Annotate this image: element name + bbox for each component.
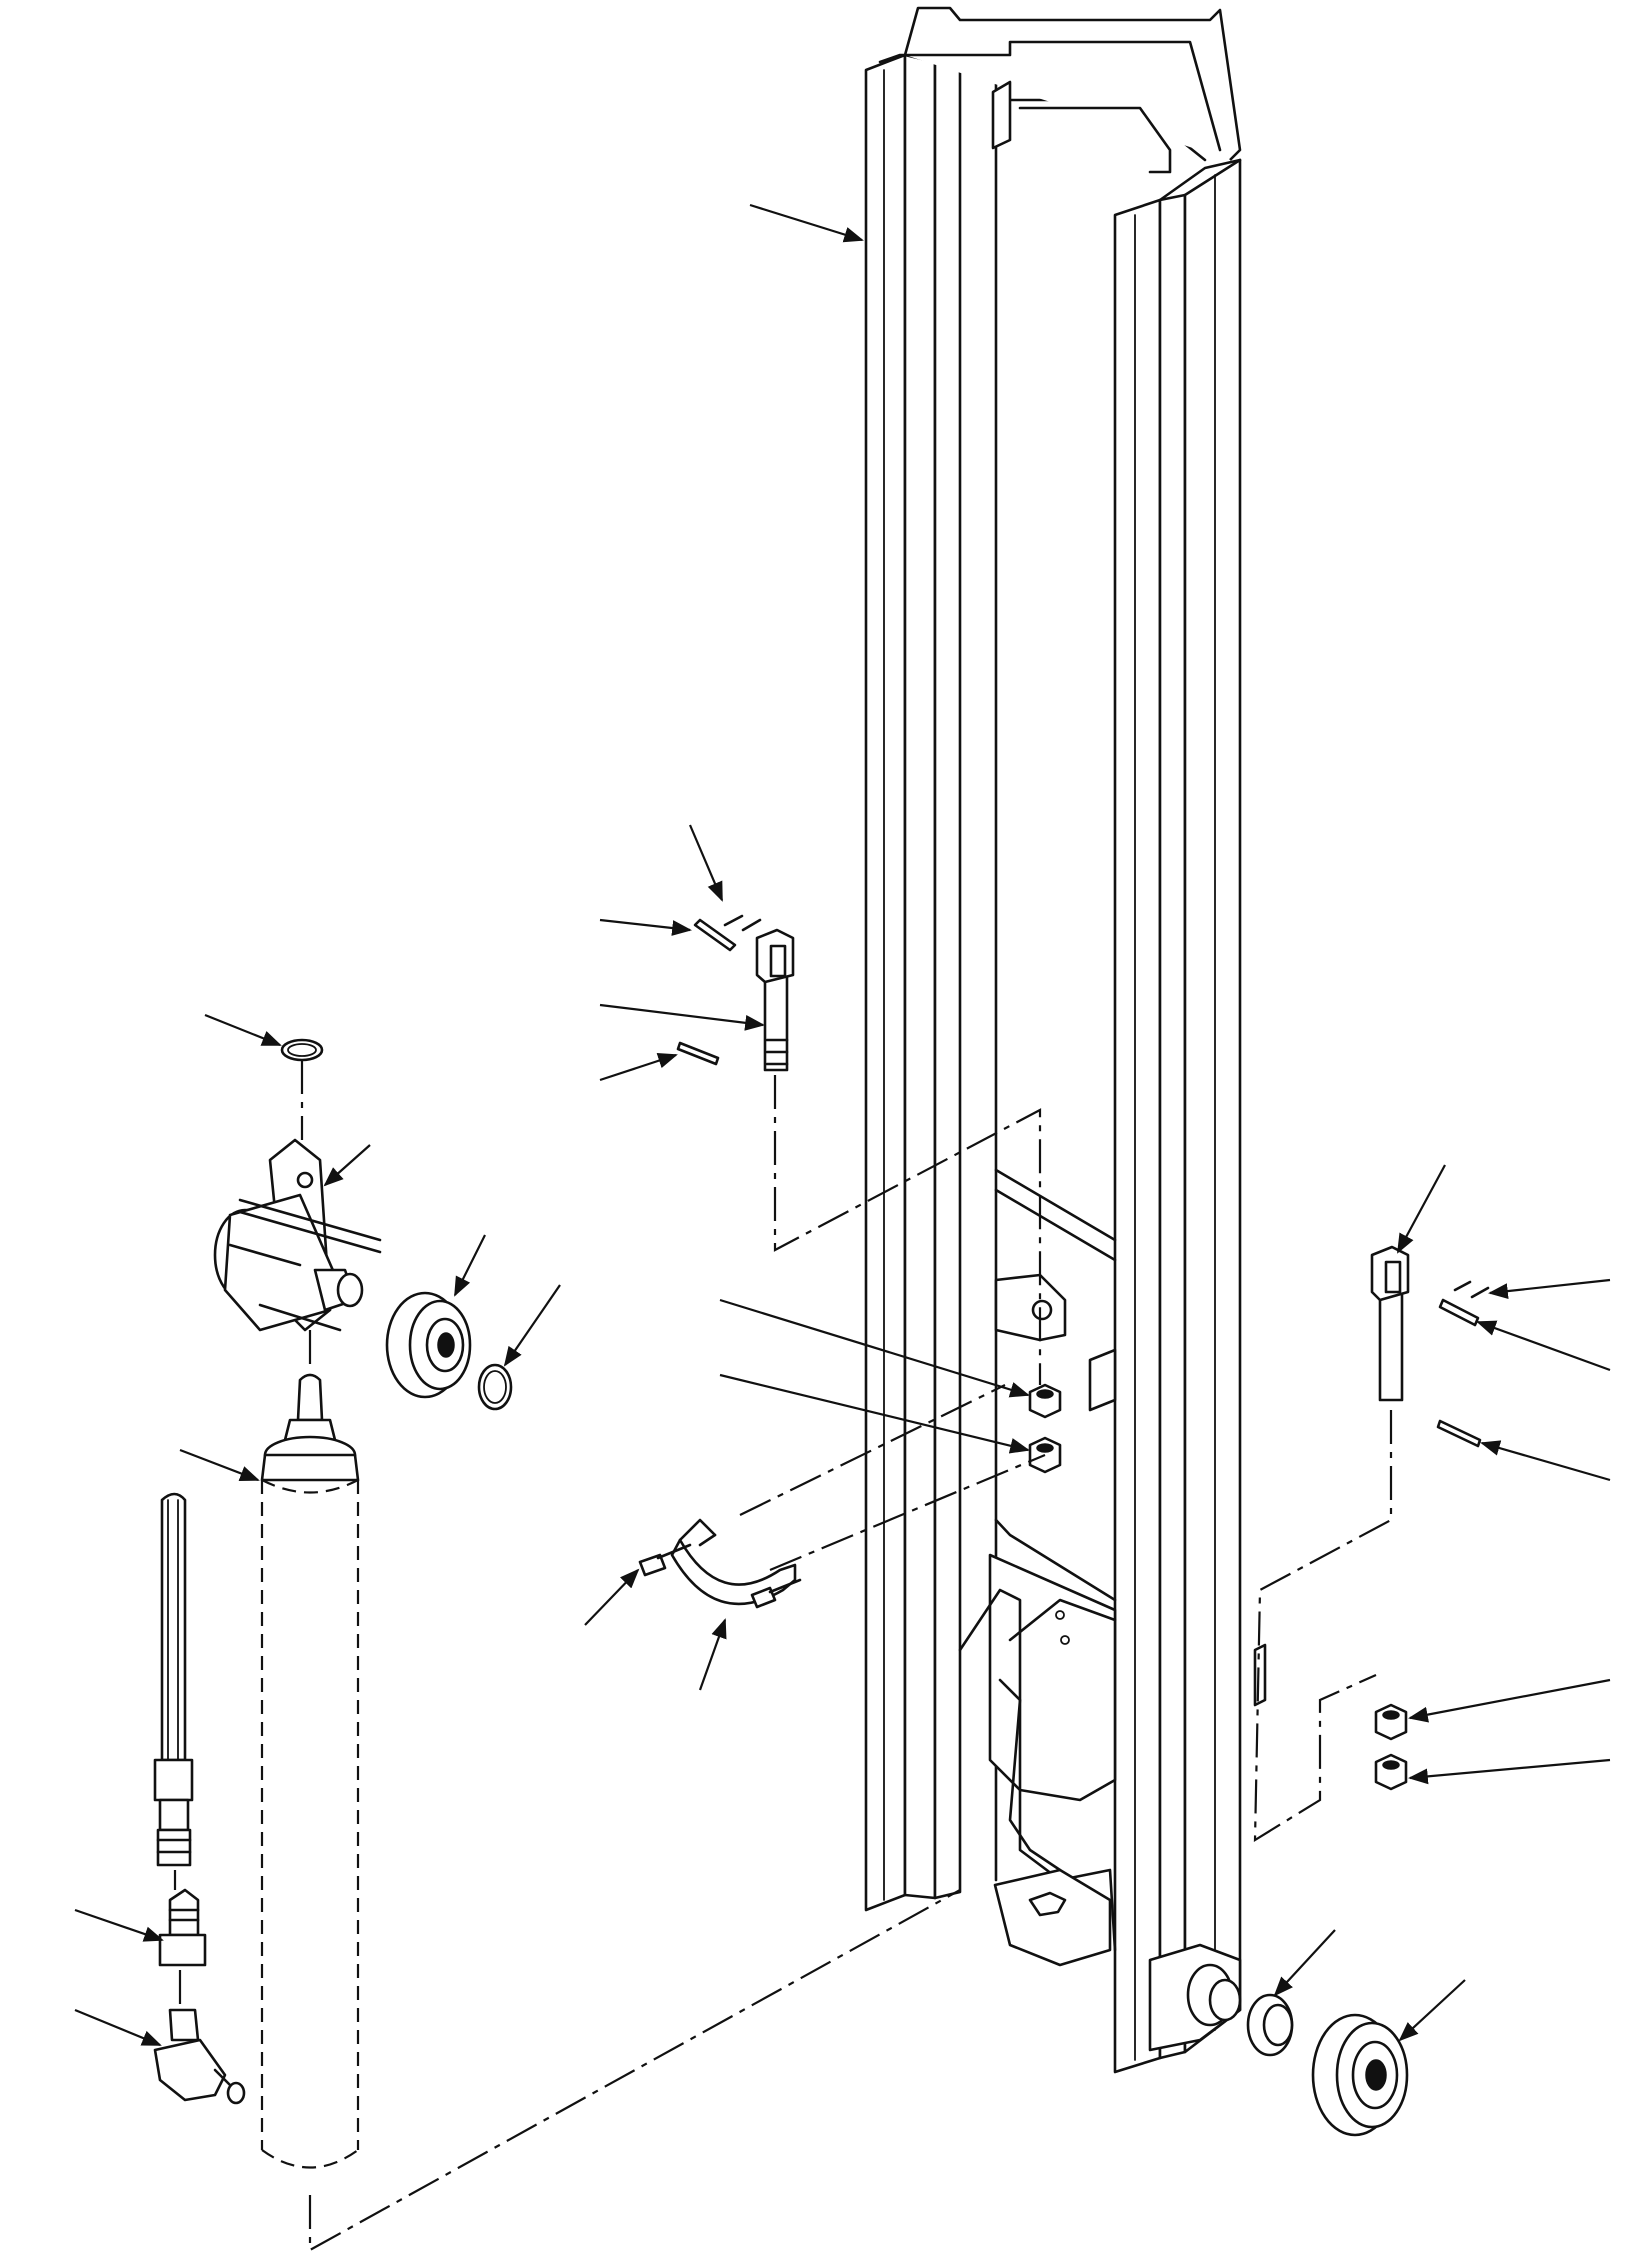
chain-anchor-bolt-left: [755, 928, 795, 1072]
sheave-bearing: [385, 1291, 472, 1399]
hex-nut-right-upper: [1374, 1703, 1408, 1741]
hex-nut-right-lower: [1374, 1753, 1408, 1791]
retaining-ring-top: [280, 1038, 324, 1062]
cotter-pins-top-left: [723, 914, 762, 932]
snap-ring: [477, 1363, 513, 1411]
thrust-washer: [1246, 1993, 1294, 2057]
cotter-pin-right-lower: [1436, 1419, 1482, 1448]
clevis-pin-right: [1438, 1298, 1480, 1327]
hydraulic-hose: [153, 1492, 194, 1867]
hex-nut-left-upper: [1028, 1383, 1062, 1419]
cotter-pins-right: [1453, 1280, 1490, 1299]
chain-sheave-bracket: [213, 1138, 382, 1332]
leader-arrows: [74, 203, 1611, 2047]
clevis-pin-top-left: [693, 918, 737, 952]
upper-mast-channel: [864, 6, 1267, 2074]
lift-cylinder: [260, 1373, 360, 2169]
assembly-centerlines: [173, 1060, 1393, 2252]
chain-anchor-bolt-right: [1370, 1245, 1410, 1402]
elbow-fitting: [153, 2008, 246, 2105]
cotter-pin-left-lower: [676, 1041, 720, 1066]
cap-screw-clamp: [638, 1543, 802, 1609]
straight-fitting: [158, 1888, 207, 1967]
cylinder-clamp: [670, 1518, 797, 1606]
mast-roller-bearing: [1311, 2013, 1409, 2137]
